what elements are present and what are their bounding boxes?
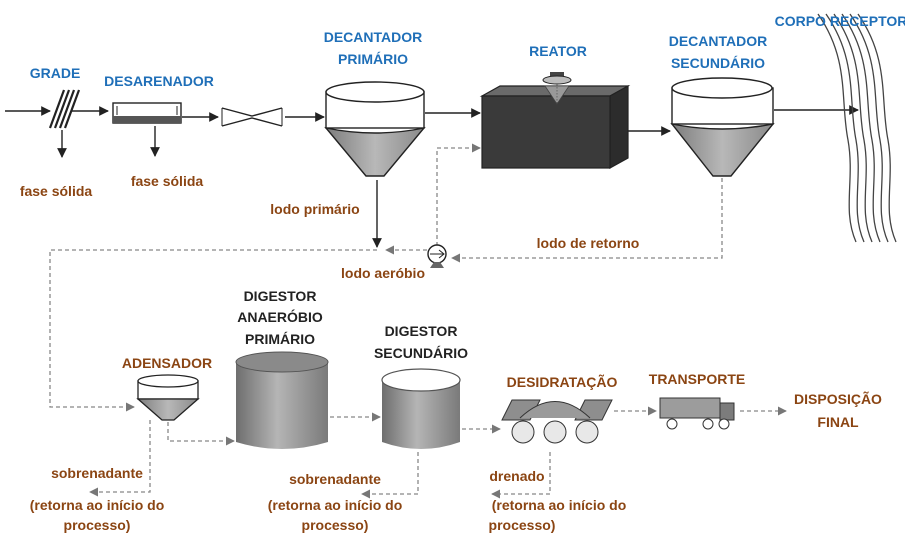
river-icon xyxy=(817,13,897,243)
digestor-secundario-label-1: DIGESTOR xyxy=(385,323,458,339)
lodo-retorno-label: lodo de retorno xyxy=(537,235,640,251)
primary-clarifier-icon xyxy=(324,81,426,177)
desidratacao-label: DESIDRATAÇÃO xyxy=(507,373,618,390)
drenado-label: drenado xyxy=(489,468,544,484)
lodo-primario-label: lodo primário xyxy=(270,201,359,217)
retorna-label-1b: processo) xyxy=(64,517,131,533)
decantador-secundario-label-2: SECUNDÁRIO xyxy=(671,55,765,71)
reactor-tank-icon xyxy=(479,84,631,170)
decantador-primario-label-1: DECANTADOR xyxy=(324,29,423,45)
disposicao-final-label-2: FINAL xyxy=(817,414,859,430)
solids-flow-lines xyxy=(89,406,787,499)
thickener-icon xyxy=(136,374,200,421)
retorna-label-3b: processo) xyxy=(489,517,556,533)
venturi-flume-icon xyxy=(221,107,283,127)
fase-solida-label-1: fase sólida xyxy=(20,183,93,199)
bar-screen-icon xyxy=(48,89,81,129)
sobrenadante-label-1: sobrenadante xyxy=(51,465,143,481)
transporte-label: TRANSPORTE xyxy=(649,371,745,387)
decantador-secundario-label-1: DECANTADOR xyxy=(669,33,768,49)
reator-label: REATOR xyxy=(529,43,587,59)
digestor-secundario-label-2: SECUNDÁRIO xyxy=(374,345,468,361)
pump-icon xyxy=(427,244,447,268)
desarenador-label: DESARENADOR xyxy=(104,73,214,89)
truck-icon xyxy=(659,397,735,430)
anaerobic-digester-icon xyxy=(235,351,329,449)
lodo-aerobio-label: lodo aeróbio xyxy=(341,265,425,281)
decantador-primario-label-2: PRIMÁRIO xyxy=(338,51,408,67)
retorna-label-1a: (retorna ao início do xyxy=(30,497,165,513)
retorna-label-2b: processo) xyxy=(302,517,369,533)
grit-chamber-icon xyxy=(112,102,182,124)
disposicao-final-label-1: DISPOSIÇÃO xyxy=(794,390,882,407)
belt-press-icon xyxy=(501,399,613,444)
secondary-digester-icon xyxy=(381,368,461,449)
retorna-label-2a: (retorna ao início do xyxy=(268,497,403,513)
secondary-clarifier-icon xyxy=(670,77,775,177)
sludge-recycle-lines xyxy=(49,143,723,412)
adensador-label: ADENSADOR xyxy=(122,355,212,371)
digestor-anaerobio-label-1: DIGESTOR xyxy=(244,288,317,304)
fase-solida-label-2: fase sólida xyxy=(131,173,204,189)
aerator-icon xyxy=(542,72,572,105)
main-flow-lines xyxy=(5,105,859,248)
sobrenadante-label-2: sobrenadante xyxy=(289,471,381,487)
retorna-label-3a: (retorna ao início do xyxy=(492,497,627,513)
digestor-anaerobio-label-2: ANAERÓBIO xyxy=(237,308,323,325)
grade-label: GRADE xyxy=(30,65,81,81)
corpo-receptor-label: CORPO RECEPTOR xyxy=(775,13,905,29)
digestor-anaerobio-label-3: PRIMÁRIO xyxy=(245,331,315,347)
